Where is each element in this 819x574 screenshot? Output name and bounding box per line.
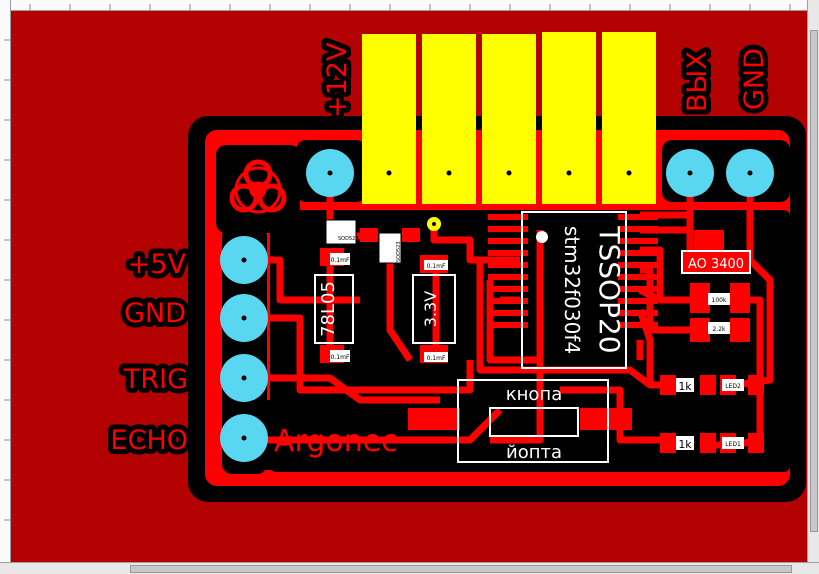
- connector-pad: [362, 34, 416, 204]
- pin-echo-label: ECHO: [111, 425, 188, 456]
- button-label-bottom: йопта: [506, 442, 562, 463]
- pin-echo-halo: ECHO: [111, 425, 188, 456]
- mosfet-outline: [681, 250, 751, 274]
- pin1-marker: [536, 231, 548, 243]
- horizontal-ruler: [0, 0, 819, 11]
- button-outline: [457, 379, 609, 463]
- vertical-ruler: [0, 0, 11, 573]
- pin-trig-halo: TRIG: [123, 364, 188, 395]
- vertical-scroll-thumb[interactable]: [810, 30, 818, 532]
- button-label-top: кнопа: [506, 384, 562, 405]
- pin-12v-halo: +12V: [322, 42, 353, 118]
- biohazard-icon: [229, 159, 287, 214]
- pin-out-label: ВЫХ: [682, 51, 713, 112]
- mcu-outline: [521, 211, 627, 369]
- through-hole-pads: [220, 149, 774, 462]
- regulator-label: 78L05: [318, 281, 339, 337]
- pin-gnd-top-halo: GND: [739, 48, 770, 110]
- resistor-2-label: 2.2k: [712, 326, 726, 333]
- pin-out-halo: ВЫХ: [682, 51, 713, 112]
- cap-4-label: 0.1mF: [427, 355, 446, 362]
- led-2-label: LED1: [725, 441, 741, 448]
- mcu-pads: [488, 214, 658, 328]
- ldo-outline: [412, 274, 456, 344]
- cap-3-label: 0.1mF: [427, 263, 446, 270]
- cap-1-label: 0.1mF: [331, 257, 350, 264]
- pin-5v-halo: +5V: [128, 249, 187, 280]
- cap-2-label: 0.1mF: [331, 354, 350, 361]
- vertical-scrollbar[interactable]: [807, 0, 819, 562]
- pin-12v-label: +12V: [322, 42, 353, 118]
- mosfet-label: AO 3400: [688, 257, 744, 272]
- ldo-label: 3.3V: [421, 291, 440, 327]
- led-1-label: LED2: [725, 383, 741, 390]
- mcu-part-label: stm32f030f4: [560, 226, 584, 354]
- connector-pad: [482, 34, 536, 204]
- mcu-package-label: TSSOP20: [593, 225, 626, 353]
- connector-pad: [602, 32, 656, 204]
- regulator-outline: [314, 274, 354, 344]
- top-pin-labels: +12V +12V ВЫХ ВЫХ GND GND: [317, 37, 775, 123]
- connector-pad: [542, 32, 596, 204]
- ruler-ticks: [4, 4, 791, 521]
- resistor-4-label: 1k: [678, 438, 692, 451]
- resistor-3-label: 1k: [678, 380, 692, 393]
- diode-1-label: SOD523: [338, 236, 359, 242]
- silkscreen-outlines: [314, 211, 751, 463]
- small-labels: [325, 219, 744, 450]
- resistor-1-label: 100k: [712, 297, 727, 304]
- pin-gnd-halo: GND: [124, 298, 186, 329]
- brand-label: Argonec: [274, 424, 398, 459]
- button-actuator-outline: [489, 407, 579, 437]
- vias: [427, 217, 441, 231]
- pin-gnd-top-label: GND: [739, 48, 770, 110]
- left-pin-labels: +5V +5V GND GND TRIG TRIG ECHO ECHO: [106, 244, 193, 461]
- diode-2-label: SOD523: [396, 241, 402, 262]
- connector-pad: [422, 34, 476, 204]
- pin-5v-label: +5V: [128, 249, 187, 280]
- pin-trig-label: TRIG: [123, 364, 188, 395]
- pin-gnd-label: GND: [124, 298, 186, 329]
- top-connector: [362, 32, 656, 204]
